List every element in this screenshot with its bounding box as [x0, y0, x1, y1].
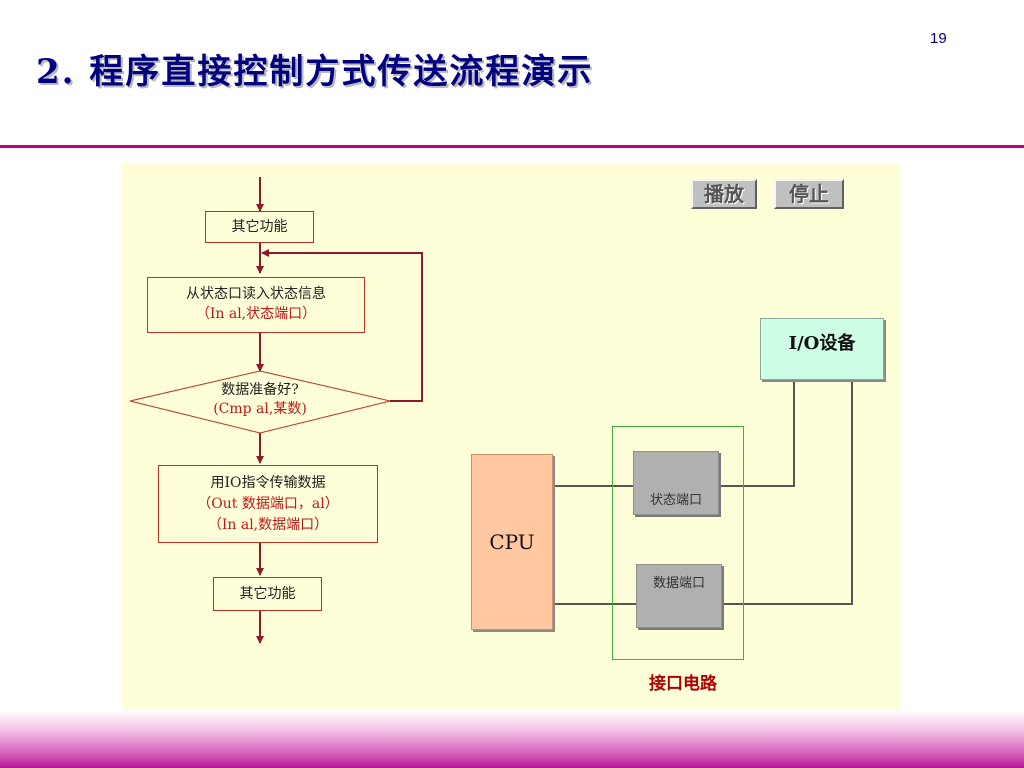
page-number: 19: [930, 30, 947, 47]
cpu-block: CPU: [471, 454, 553, 630]
loop-back-arrow: [261, 249, 423, 402]
status-port: 状态端口: [633, 451, 719, 515]
decision-instruction: (Cmp al,某数): [213, 401, 307, 417]
flow-box-io-transfer: 用IO指令传输数据 （Out 数据端口，al） （In al,数据端口）: [158, 465, 378, 543]
flow-box-other-function-2: 其它功能: [213, 577, 322, 611]
interface-circuit-frame: [612, 426, 744, 660]
io-transfer-text: 用IO指令传输数据: [210, 475, 326, 491]
io-transfer-in: （In al,数据端口）: [207, 517, 329, 533]
io-device-box: I/O设备: [760, 318, 884, 380]
data-port-label: 数据端口: [652, 576, 705, 591]
title-divider: [0, 145, 1024, 148]
flow-box-read-status: 从状态口读入状态信息 （In al,状态端口）: [147, 277, 365, 333]
read-status-instruction: （In al,状态端口）: [195, 306, 317, 322]
play-button[interactable]: 播放: [691, 179, 757, 209]
decision-diamond: [129, 370, 391, 434]
decision-question: 数据准备好?: [221, 382, 299, 398]
interface-circuit-label: 接口电路: [649, 674, 717, 694]
io-transfer-out: （Out 数据端口，al）: [197, 496, 339, 512]
slide-title: 2. 程序直接控制方式传送流程演示: [36, 52, 594, 92]
status-io-line: [719, 380, 795, 487]
flowchart-connectors: [129, 177, 853, 644]
io-device-label: I/O设备: [788, 333, 856, 354]
flow-box-other-function-2-label: 其它功能: [239, 586, 296, 602]
flow-box-other-function-1: 其它功能: [205, 211, 314, 243]
animation-panel: 其它功能 从状态口读入状态信息 （In al,状态端口） 数据准备好? (Cmp…: [122, 163, 900, 725]
decision-text: 数据准备好? (Cmp al,某数): [170, 381, 350, 419]
data-io-line: [721, 380, 853, 605]
data-port: 数据端口: [636, 564, 722, 628]
flow-box-other-function-1-label: 其它功能: [231, 219, 288, 235]
status-port-label: 状态端口: [649, 493, 702, 508]
bottom-gradient-band: [0, 710, 1024, 768]
read-status-text: 从状态口读入状态信息: [186, 286, 326, 302]
stop-button[interactable]: 停止: [774, 179, 844, 209]
cpu-label: CPU: [489, 530, 535, 554]
